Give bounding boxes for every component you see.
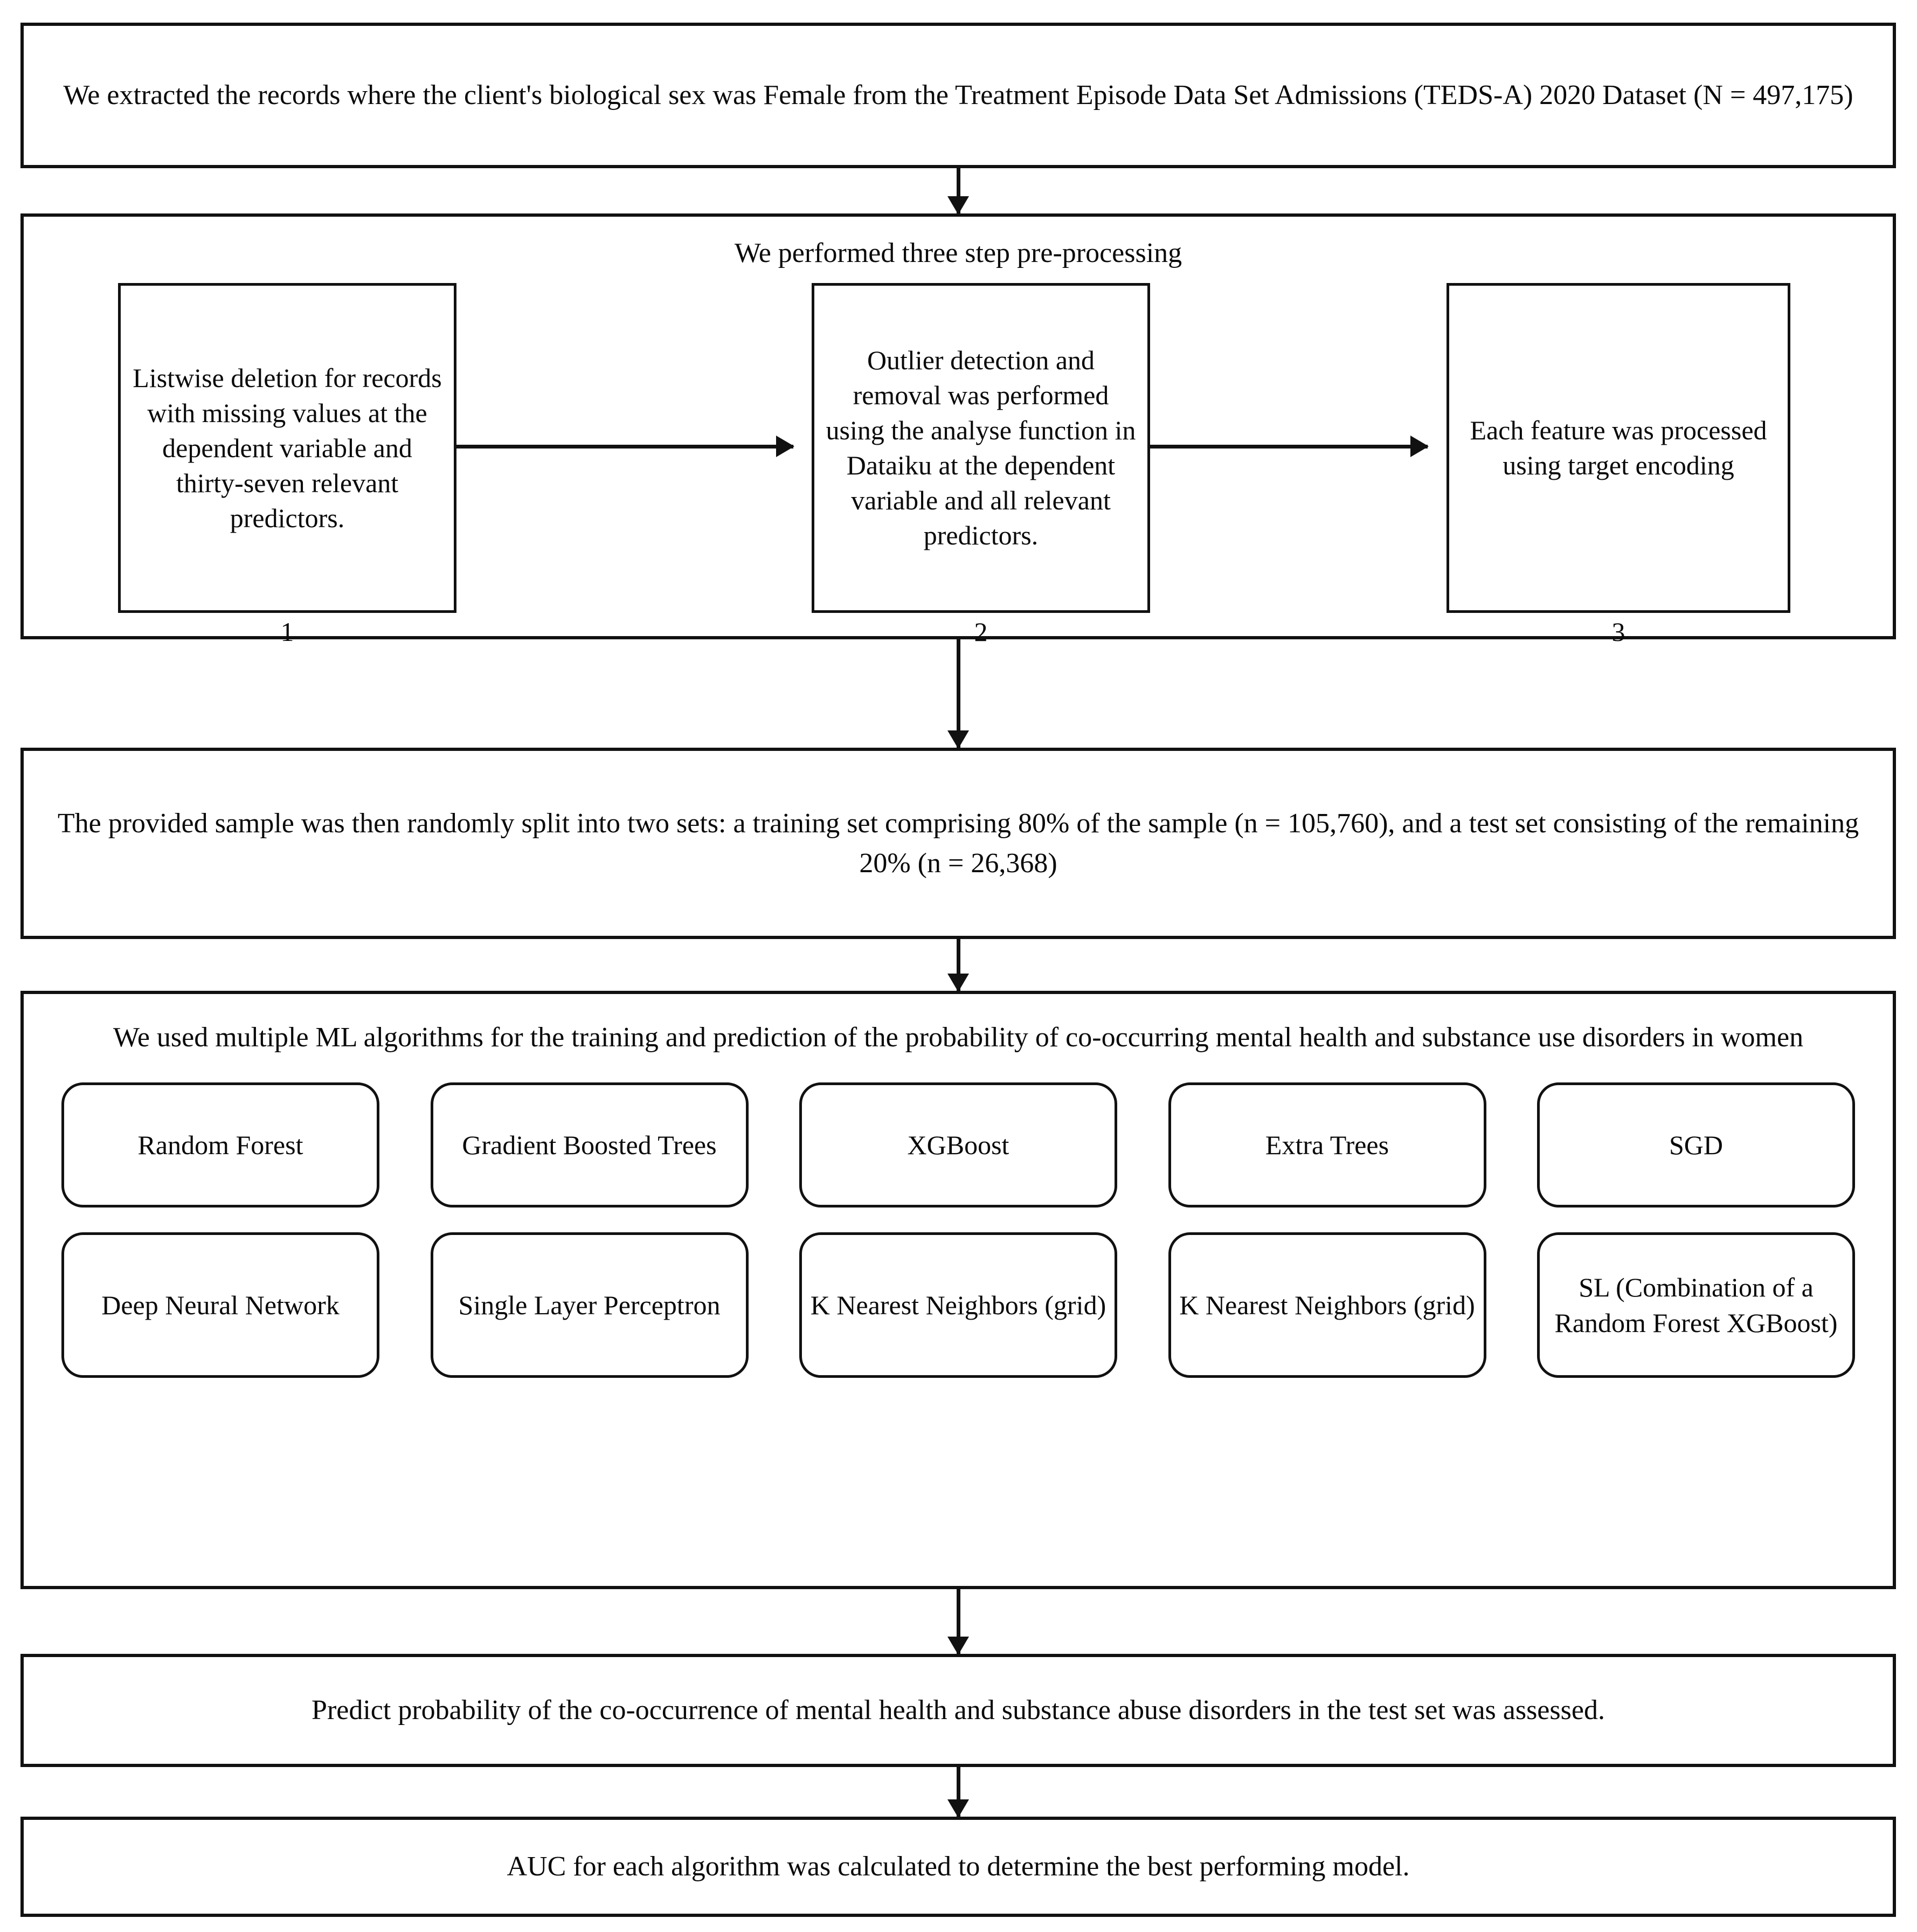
- model-box-single-layer-perceptron: Single Layer Perceptron: [430, 1232, 749, 1378]
- model-box-k-nearest-neighbors-grid-2: K Nearest Neighbors (grid): [1168, 1232, 1486, 1378]
- arrow-split-to-models: [947, 939, 969, 992]
- data-extraction-text: We extracted the records where the clien…: [63, 80, 1853, 111]
- auc-evaluation-text: AUC for each algorithm was calculated to…: [507, 1851, 1410, 1882]
- stage-data-extraction: We extracted the records where the clien…: [20, 23, 1896, 168]
- preprocessing-step-number-2: 2: [974, 617, 988, 647]
- model-box-random-forest: Random Forest: [61, 1082, 379, 1208]
- model-box-super-learner: SL (Combination of a Random Forest XGBoo…: [1537, 1232, 1855, 1378]
- stage-train-test-split: The provided sample was then randomly sp…: [20, 748, 1896, 939]
- preprocessing-step-1: Listwise deletion for records with missi…: [118, 283, 456, 613]
- model-box-deep-neural-network: Deep Neural Network: [61, 1232, 379, 1378]
- train-test-split-text: The provided sample was then randomly sp…: [57, 808, 1859, 879]
- preprocessing-step-number-1: 1: [280, 617, 294, 647]
- arrow-models-to-predict: [947, 1589, 969, 1655]
- stage-preprocessing: We performed three step pre-processing L…: [20, 213, 1896, 647]
- prediction-text: Predict probability of the co-occurrence…: [312, 1695, 1605, 1726]
- preprocessing-title: We performed three step pre-processing: [734, 238, 1182, 268]
- model-box-gradient-boosted-trees: Gradient Boosted Trees: [430, 1082, 749, 1208]
- stage-prediction: Predict probability of the co-occurrence…: [20, 1654, 1896, 1767]
- arrow-extract-to-preprocess: [947, 168, 969, 215]
- stage-ml-algorithms: We used multiple ML algorithms for the t…: [20, 991, 1896, 1589]
- model-box-k-nearest-neighbors-grid-1: K Nearest Neighbors (grid): [799, 1232, 1117, 1378]
- arrow-preprocess-to-split: [947, 639, 969, 749]
- ml-algorithms-row-2: Deep Neural Network Single Layer Percept…: [61, 1232, 1855, 1378]
- preprocessing-steps-row: Listwise deletion for records with missi…: [24, 283, 1893, 647]
- ml-algorithms-grid: Random Forest Gradient Boosted Trees XGB…: [24, 1082, 1893, 1378]
- model-box-xgboost: XGBoost: [799, 1082, 1117, 1208]
- arrow-step2-to-step3: [1150, 436, 1429, 457]
- arrow-predict-to-auc: [947, 1767, 969, 1818]
- ml-algorithms-row-1: Random Forest Gradient Boosted Trees XGB…: [61, 1082, 1855, 1208]
- preprocessing-step-number-3: 3: [1611, 617, 1625, 647]
- arrow-step1-to-step2: [456, 436, 794, 457]
- model-box-extra-trees: Extra Trees: [1168, 1082, 1486, 1208]
- stage-auc-evaluation: AUC for each algorithm was calculated to…: [20, 1817, 1896, 1917]
- ml-algorithms-title: We used multiple ML algorithms for the t…: [113, 1022, 1804, 1053]
- model-box-sgd: SGD: [1537, 1082, 1855, 1208]
- preprocessing-step-3: Each feature was processed using target …: [1447, 283, 1790, 613]
- preprocessing-step-2: Outlier detection and removal was perfor…: [812, 283, 1150, 613]
